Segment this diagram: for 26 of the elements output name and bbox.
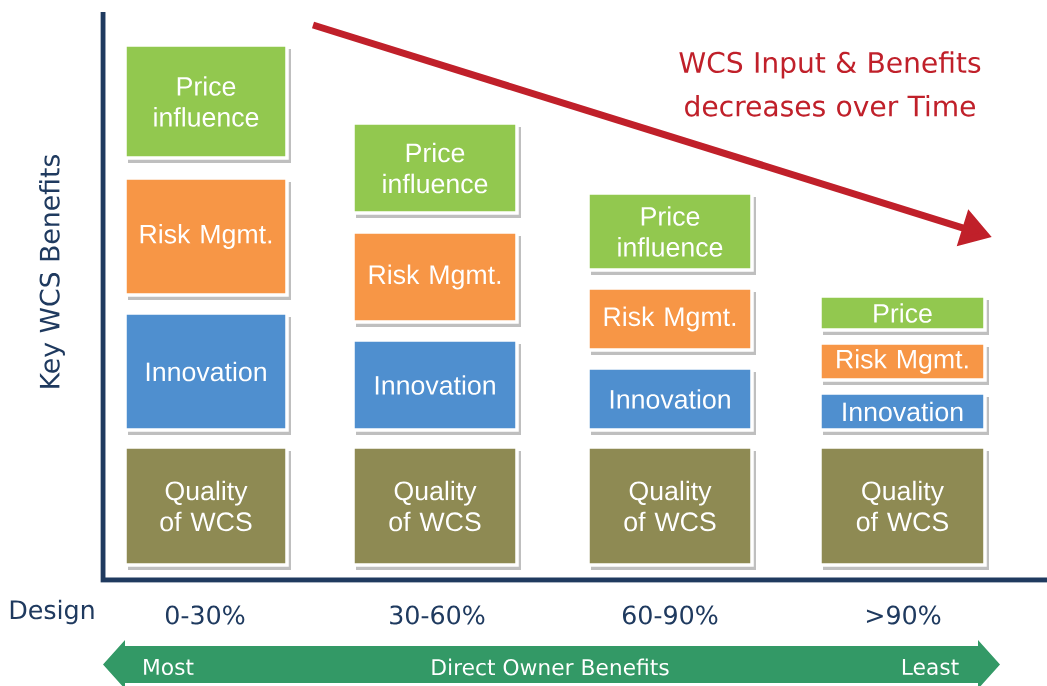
category-label: >90% (866, 605, 941, 625)
benefit-box: Price influence (351, 121, 521, 218)
benefit-box: Price influence (123, 43, 291, 163)
benefit-box: Risk Mgmt. (586, 286, 756, 355)
benefit-box: Price (818, 294, 989, 335)
category-label: 0-30% (165, 605, 245, 625)
category-label: 60-90% (623, 605, 718, 625)
band-text: Least (902, 658, 959, 676)
axis-title: Design (10, 599, 94, 625)
band-text: Direct Owner Benefits (432, 658, 669, 676)
benefit-box: Price influence (586, 191, 756, 275)
benefit-box: Quality of WCS (586, 445, 756, 570)
benefit-box: Innovation (351, 338, 521, 435)
benefit-box: Innovation (818, 391, 989, 435)
benefit-box: Risk Mgmt. (818, 341, 989, 385)
category-label: 30-60% (390, 605, 485, 625)
benefit-box: Quality of WCS (351, 445, 521, 570)
benefit-box: Innovation (586, 366, 756, 435)
benefit-box: Risk Mgmt. (351, 230, 521, 327)
band-text: Most (144, 658, 194, 676)
benefit-box: Risk Mgmt. (123, 176, 291, 300)
axis-title: Key WCS Benefits (39, 154, 65, 388)
trend-label: WCS Input & Benefits decreases over Time (679, 51, 981, 117)
benefit-box: Innovation (123, 311, 291, 435)
benefit-box: Quality of WCS (123, 445, 291, 570)
benefit-box: Quality of WCS (818, 445, 989, 570)
